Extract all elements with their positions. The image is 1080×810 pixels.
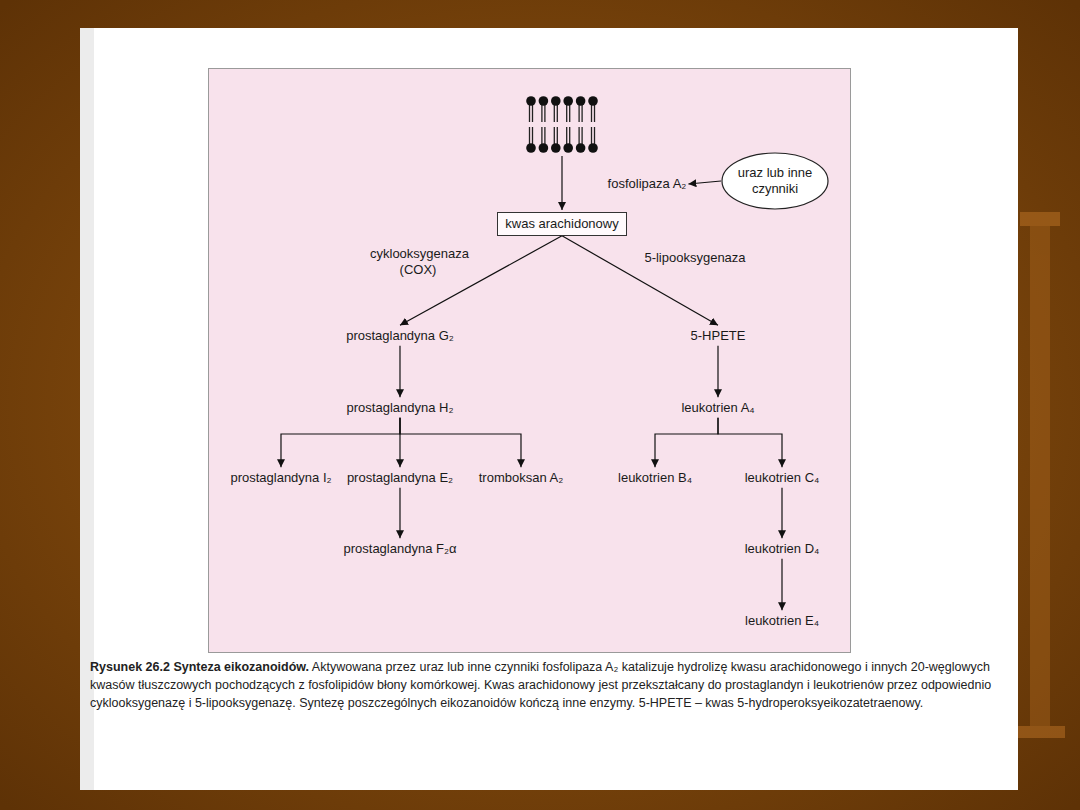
flow-arrow xyxy=(399,488,400,538)
node-text: 5-HPETE xyxy=(691,328,746,344)
flow-arrow xyxy=(399,346,400,397)
node-text: leukotrien A₄ xyxy=(681,400,754,416)
metabolite-text: prostaglandyna F₂α xyxy=(343,541,456,557)
decor-column xyxy=(1015,212,1065,738)
metabolite-text: leukotrien B₄ xyxy=(618,470,692,486)
node-text: tromboksan A₂ xyxy=(479,470,564,486)
flow-arrow xyxy=(717,346,718,397)
flow-arrow xyxy=(400,418,521,467)
flow-arrow xyxy=(688,181,721,184)
node-text: leukotrien B₄ xyxy=(618,470,692,486)
trigger-ellipse: uraz lub inne czynniki xyxy=(721,152,829,210)
figure-panel xyxy=(209,69,851,653)
metabolite-text: leukotrien D₄ xyxy=(745,541,820,557)
metabolite-text: leukotrien E₄ xyxy=(745,613,819,629)
page-sheet xyxy=(80,28,1018,790)
node-text: kwas arachidonowy xyxy=(505,216,618,232)
enzyme-label: cyklooksygenaza (COX) xyxy=(368,246,468,277)
substrate-box: kwas arachidonowy xyxy=(497,212,626,236)
flow-arrow xyxy=(655,418,718,467)
flow-arrow xyxy=(562,236,718,325)
flow-arrow xyxy=(281,418,400,467)
metabolite-text: leukotrien A₄ xyxy=(681,400,754,416)
enzyme-label: 5-lipooksygenaza xyxy=(628,250,762,266)
metabolite-text: prostaglandyna H₂ xyxy=(347,400,454,416)
node-text: prostaglandyna E₂ xyxy=(347,470,453,486)
node-text: prostaglandyna H₂ xyxy=(347,400,454,416)
caption-title: Rysunek 26.2 Synteza eikozanoidów. xyxy=(90,660,309,674)
node-text: leukotrien C₄ xyxy=(745,470,820,486)
node-text: fosfolipaza A₂ xyxy=(608,176,687,192)
metabolite-text: leukotrien C₄ xyxy=(745,470,820,486)
enzyme-label: fosfolipaza A₂ xyxy=(608,176,687,192)
node-text: prostaglandyna F₂α xyxy=(343,541,456,557)
flow-arrow xyxy=(561,156,562,210)
phospholipid-bilayer xyxy=(526,96,598,153)
node-text: uraz lub inne czynniki xyxy=(733,165,817,196)
figure-caption: Rysunek 26.2 Synteza eikozanoidów. Aktyw… xyxy=(90,659,1005,712)
caption-gap xyxy=(309,660,312,674)
flow-arrow xyxy=(781,488,782,538)
metabolite-text: prostaglandyna E₂ xyxy=(347,470,453,486)
node-text: leukotrien D₄ xyxy=(745,541,820,557)
flow-arrow xyxy=(718,418,782,467)
metabolite-text: prostaglandyna I₂ xyxy=(230,470,331,486)
node-text: prostaglandyna I₂ xyxy=(230,470,331,486)
flow-arrow xyxy=(781,559,782,610)
metabolite-text: tromboksan A₂ xyxy=(479,470,564,486)
metabolite-text: prostaglandyna G₂ xyxy=(346,328,454,344)
node-text: leukotrien E₄ xyxy=(745,613,819,629)
page-shadow xyxy=(80,28,94,790)
node-text: prostaglandyna G₂ xyxy=(346,328,454,344)
metabolite-text: 5-HPETE xyxy=(691,328,746,344)
